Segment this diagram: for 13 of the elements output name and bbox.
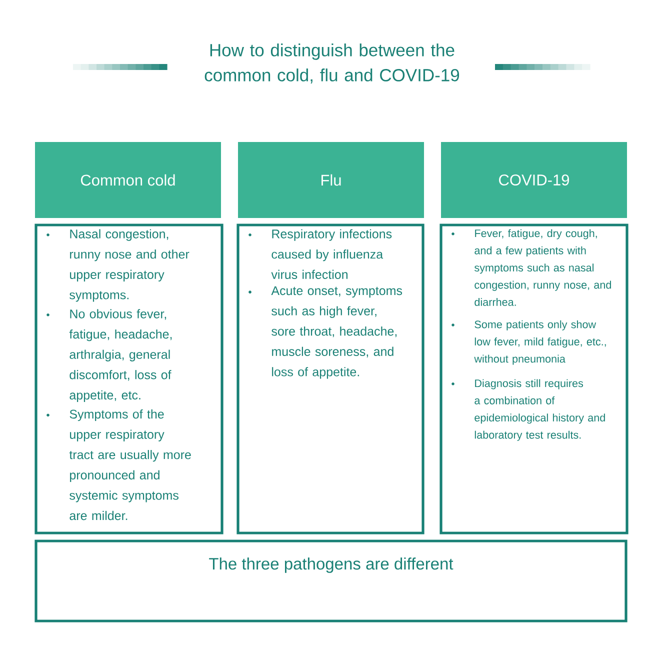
column-header: Common cold: [35, 142, 221, 218]
list-item: No obvious fever, fatigue, headache, arthralgia, general discomfort, loss of appetite, etc.: [69, 309, 172, 402]
list-item: Respiratory infections caused by influenza virus infection: [271, 229, 392, 279]
list-item: Acute onset, symptoms such as high fever, sore throat, headache, muscle soreness, and loss of appetite.: [271, 286, 402, 379]
title: How to distinguish between the common cold, flu and COVID-19: [204, 44, 460, 84]
summary-box: The three pathogens are different: [34, 540, 628, 622]
column-header: Flu: [238, 142, 424, 218]
list-item: Diagnosis still requires a combination of epidemiological history and laboratory test results.: [474, 379, 605, 441]
list-item: Fever, fatigue, dry cough, and a few patients with symptoms such as nasal congestion, runny nose, and diarrhea.: [474, 229, 611, 306]
list-item: Nasal congestion, runny nose and other upper respiratory symptoms.: [70, 229, 190, 302]
column-header: COVID-19: [441, 142, 627, 218]
list-item: Some patients only show low fever, mild fatigue, etc., without pneumonia: [474, 320, 606, 365]
list-item: Symptoms of the upper respiratory tract are usually more pronounced and systemic symptoms are milder.: [69, 409, 191, 520]
